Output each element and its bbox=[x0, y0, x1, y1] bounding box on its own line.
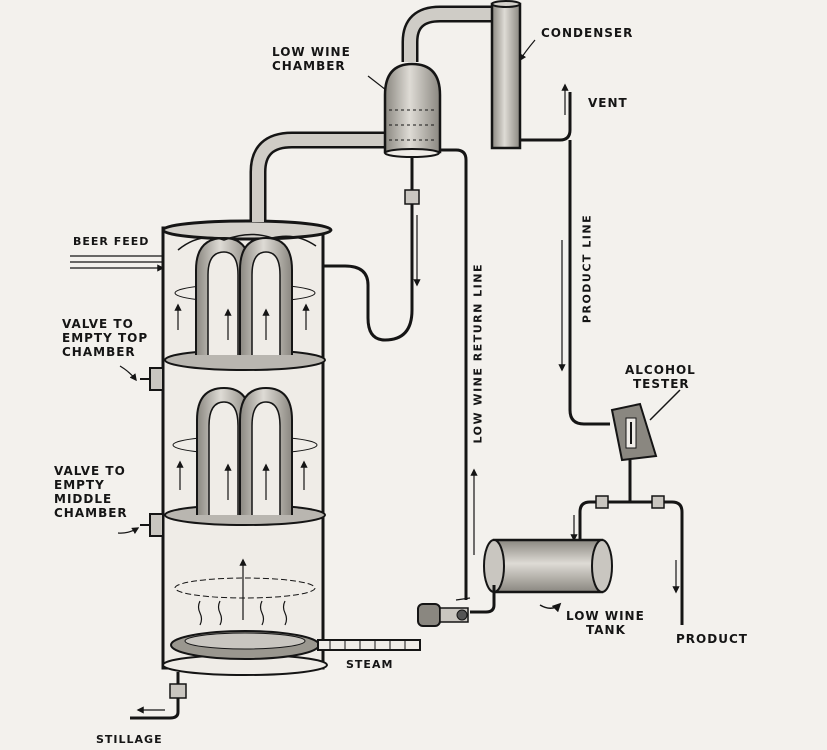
stillage-valve bbox=[169, 683, 187, 699]
steam-line bbox=[317, 639, 421, 651]
valve-top-label-line3: CHAMBER bbox=[62, 345, 136, 359]
low-wine-chamber-label-line1: LOW WINE bbox=[272, 45, 351, 59]
top-chamber-bubble-cap bbox=[164, 233, 326, 371]
valve-top-chamber-label: VALVE TO EMPTY TOP CHAMBER bbox=[62, 317, 148, 359]
valve-top-label-line1: VALVE TO bbox=[62, 317, 134, 331]
product-label: PRODUCT bbox=[676, 632, 748, 646]
vapor-pipe bbox=[249, 131, 392, 222]
condenser bbox=[490, 0, 522, 150]
tester-valve-right bbox=[651, 495, 665, 509]
valve-middle-label-line3: MIDDLE bbox=[54, 492, 113, 506]
low-wine-tank-label-line1: LOW WINE bbox=[566, 609, 645, 623]
reflux-pipe bbox=[323, 158, 414, 342]
stillage-label: STILLAGE bbox=[96, 733, 163, 746]
low-wine-tank-label-line2: TANK bbox=[586, 623, 626, 637]
tank-outlet-pipe bbox=[470, 585, 496, 614]
valve-middle-label-line4: CHAMBER bbox=[54, 506, 128, 520]
stillage-pipe bbox=[130, 672, 180, 720]
valve-top-chamber bbox=[140, 367, 164, 391]
low-wine-chamber-label-line2: CHAMBER bbox=[272, 59, 346, 73]
product-line-label: PRODUCT LINE bbox=[580, 213, 594, 324]
alcohol-tester-label-line1: ALCOHOL bbox=[625, 363, 696, 377]
tester-outlet-pipe bbox=[578, 500, 684, 625]
low-wine-chamber bbox=[383, 62, 442, 158]
steam-label: STEAM bbox=[346, 658, 394, 671]
valve-middle-chamber bbox=[140, 513, 164, 537]
reflux-valve bbox=[404, 189, 420, 205]
alcohol-tester bbox=[610, 389, 681, 462]
low-wine-tank bbox=[483, 538, 613, 594]
condenser-label: CONDENSER bbox=[541, 26, 634, 40]
beer-feed-pipe bbox=[70, 255, 165, 272]
middle-chamber-bubble-cap bbox=[164, 386, 326, 526]
valve-middle-label-line2: EMPTY bbox=[54, 478, 105, 492]
tester-valve-left bbox=[595, 495, 609, 509]
valve-middle-label-line1: VALVE TO bbox=[54, 464, 126, 478]
return-pump bbox=[417, 603, 469, 627]
low-wine-tank-label: LOW WINE TANK bbox=[566, 609, 645, 637]
alcohol-tester-label: ALCOHOL TESTER bbox=[625, 363, 696, 391]
beer-feed-label: BEER FEED bbox=[73, 235, 150, 248]
valve-middle-chamber-label: VALVE TO EMPTY MIDDLE CHAMBER bbox=[54, 464, 128, 520]
bottom-chamber bbox=[170, 558, 320, 660]
vent-label: VENT bbox=[588, 96, 628, 110]
product-line bbox=[520, 92, 572, 142]
valve-top-label-line2: EMPTY TOP bbox=[62, 331, 149, 345]
low-wine-return-line-label: LOW WINE RETURN LINE bbox=[471, 263, 485, 444]
alcohol-tester-label-line2: TESTER bbox=[633, 377, 690, 391]
vapor-flow-arrows bbox=[174, 303, 310, 500]
low-wine-chamber-label: LOW WINE CHAMBER bbox=[272, 45, 351, 73]
low-wine-return-line bbox=[440, 148, 468, 600]
